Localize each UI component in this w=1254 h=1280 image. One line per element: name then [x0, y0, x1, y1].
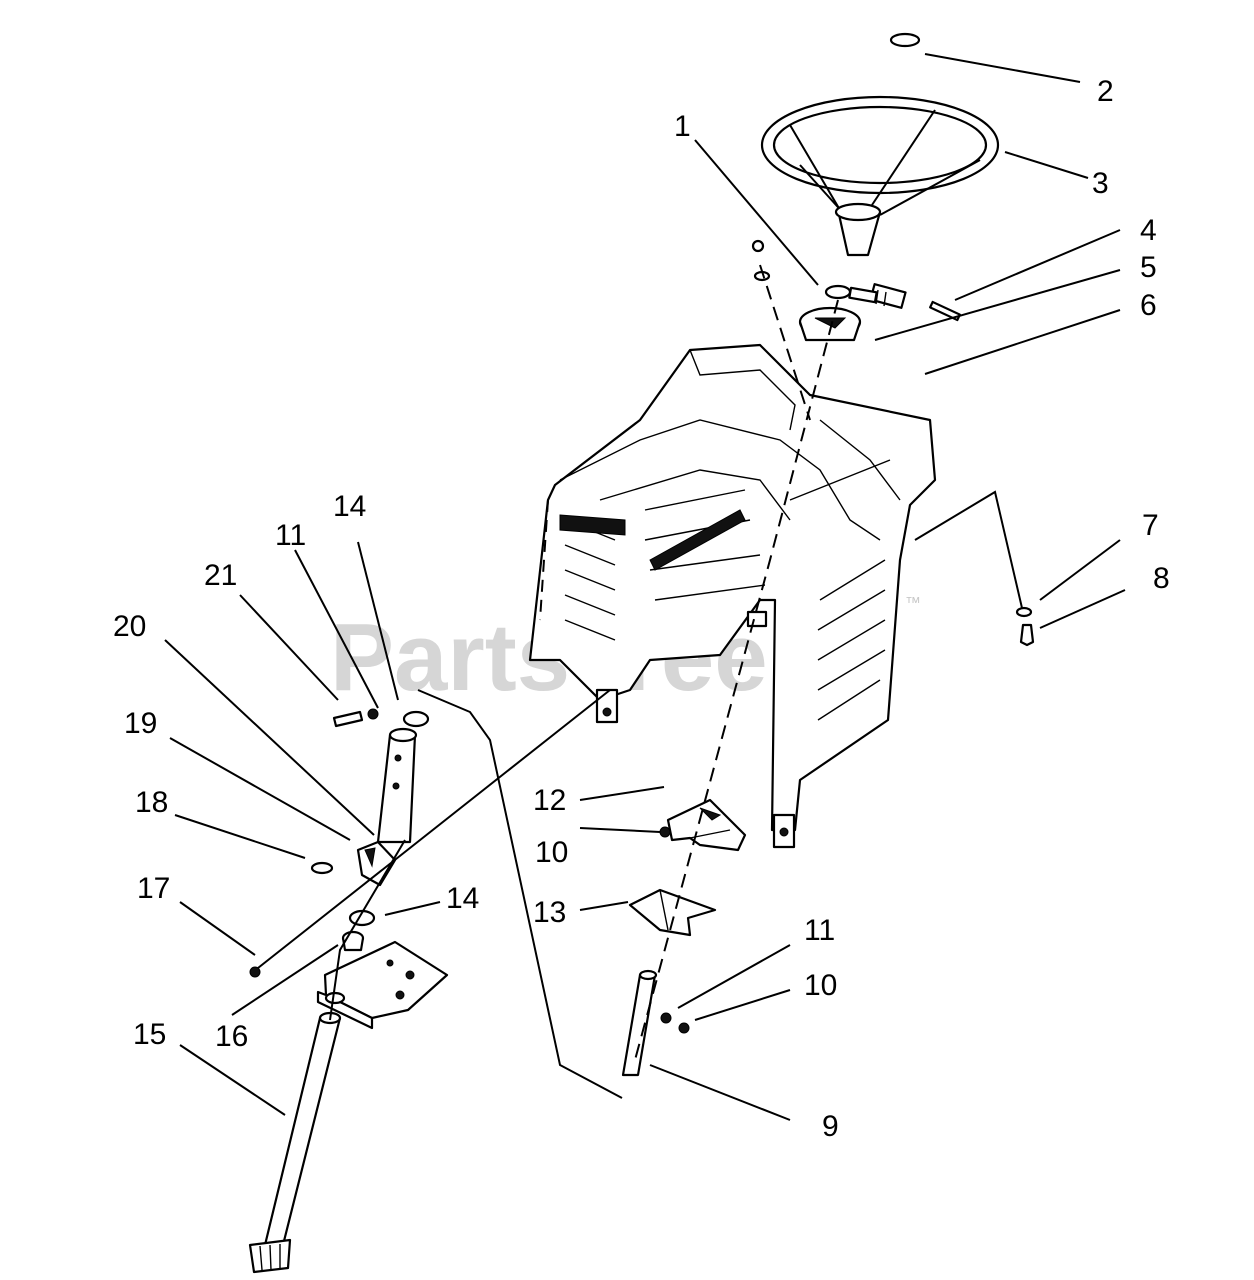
dash-panel [528, 286, 937, 849]
bracket-part-12 [666, 798, 747, 852]
screw-part-17 [249, 966, 261, 978]
callout-12: 12 [533, 784, 566, 817]
callout-10: 10 [535, 836, 568, 869]
shaft-part-15 [248, 1011, 342, 1274]
callout-16: 16 [215, 1020, 248, 1053]
sleeve-part-20 [376, 727, 418, 844]
callout-6: 6 [1140, 289, 1157, 322]
shaft-part-9 [621, 969, 658, 1077]
washer-part-18 [310, 861, 334, 875]
callout-11: 11 [275, 519, 306, 552]
callout-21: 21 [204, 559, 237, 592]
callout-4: 4 [1140, 214, 1157, 247]
nut-part-10 [659, 826, 671, 838]
bolt-part-top [751, 239, 771, 282]
nut-part-11 [367, 708, 379, 720]
assembly-axis-lines [257, 264, 1023, 1099]
mount-plate [316, 940, 449, 1030]
nut-part-10b [678, 1022, 690, 1034]
callout-labels: 2 3 1 4 5 6 7 8 9 12 10 13 11 10 14 11 2… [113, 75, 1170, 1143]
callout-8: 8 [1153, 562, 1170, 595]
watermark-trademark: ™ [905, 595, 921, 612]
callout-13: 13 [533, 896, 566, 929]
callout-3: 3 [1092, 167, 1109, 200]
shield-part-13 [628, 888, 717, 937]
callout-19: 19 [124, 707, 157, 740]
bolt-part-7-8 [1015, 606, 1035, 647]
callout-2: 2 [1097, 75, 1114, 108]
callout-1: 1 [674, 110, 691, 143]
callout-9: 9 [822, 1110, 839, 1143]
callout-20: 20 [113, 610, 146, 643]
callout-14b: 14 [446, 882, 479, 915]
callout-11b: 11 [804, 914, 835, 947]
washer-part-11b [660, 1012, 672, 1024]
callout-15: 15 [133, 1018, 166, 1051]
leader-lines [164, 53, 1126, 1121]
washer-part-14-top [402, 710, 430, 728]
callout-7: 7 [1142, 509, 1159, 542]
cap-part-2 [889, 32, 921, 48]
callout-5: 5 [1140, 251, 1157, 284]
callout-18: 18 [135, 786, 168, 819]
steering-wheel [760, 95, 1000, 257]
bushing-part-5 [798, 306, 862, 342]
callout-10b: 10 [804, 969, 837, 1002]
callout-17: 17 [137, 872, 170, 905]
bolt-part-21 [332, 710, 364, 728]
nut-part-1 [824, 284, 852, 300]
callout-14: 14 [333, 490, 366, 523]
pin-part-4 [929, 300, 961, 322]
